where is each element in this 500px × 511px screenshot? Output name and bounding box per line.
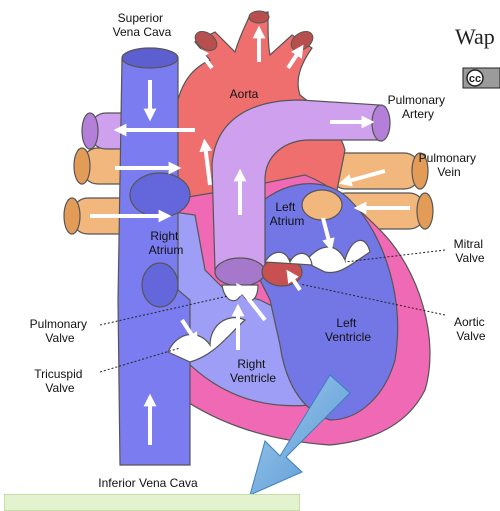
tricuspid-valve-label: Tricuspid Valve [34, 367, 86, 395]
left-atrium-opening [302, 190, 342, 220]
pulmonary-artery-label: Pulmonary Artery [388, 93, 449, 121]
bottom-highlight-box [4, 494, 300, 511]
inferior-vena-cava-label: Inferior Vena Cava [98, 476, 198, 490]
mitral-valve-label: Mitral Valve [454, 237, 487, 265]
superior-vena-cava-label: Superior Vena Cava [113, 11, 172, 39]
watermark-text: Wap [455, 24, 495, 49]
right-atrium-label: Right Atrium [149, 229, 184, 257]
aorta-label: Aorta [230, 87, 259, 101]
svg-text:cc: cc [469, 73, 481, 85]
aortic-valve-label: Aortic Valve [454, 315, 488, 343]
pulmonary-valve-label: Pulmonary Valve [30, 317, 91, 345]
cc-license-icon: cc [463, 68, 500, 88]
